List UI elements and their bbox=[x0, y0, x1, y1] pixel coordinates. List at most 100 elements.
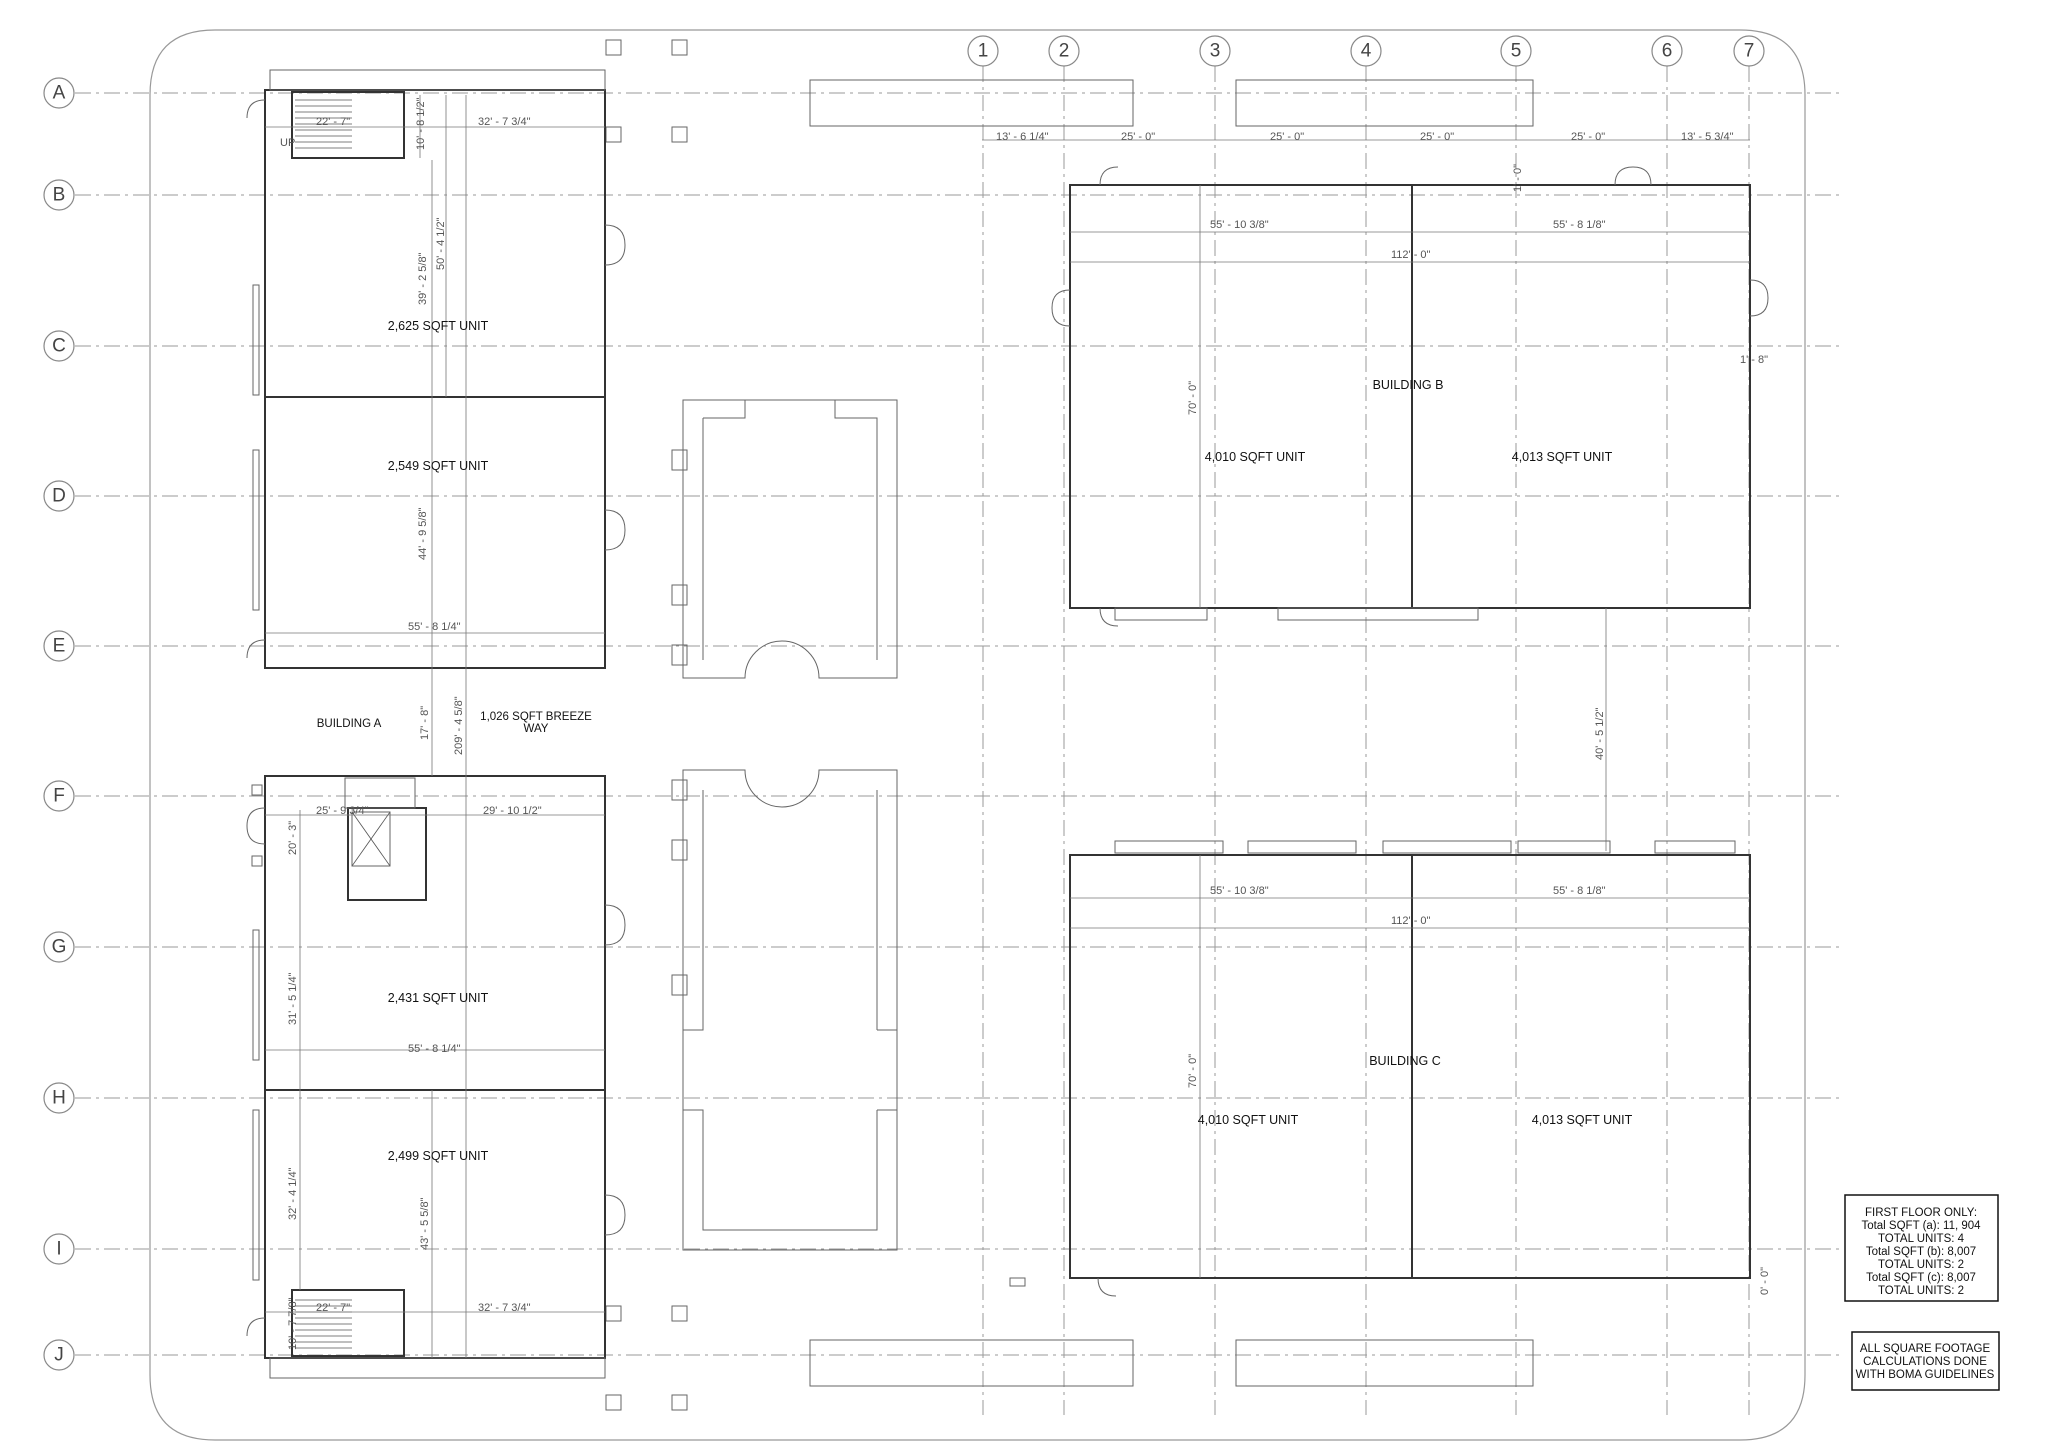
stair-bottom bbox=[291, 1289, 405, 1357]
dimension: 10' - 7 7/8" bbox=[287, 1297, 299, 1350]
courtyard-island-upper bbox=[682, 399, 898, 679]
dimension: 55' - 8 1/8" bbox=[1553, 219, 1606, 231]
grid-bubble-label: B bbox=[53, 185, 66, 206]
grid-bubble-row bbox=[43, 179, 75, 211]
door bbox=[1051, 289, 1071, 327]
summary-line: Total SQFT (b): 8,007 bbox=[1866, 1246, 1976, 1258]
canopy bbox=[1277, 607, 1479, 621]
site-features bbox=[605, 39, 1534, 1411]
canopy bbox=[1247, 840, 1357, 854]
breezeway-label: 1,026 SQFT BREEZE bbox=[480, 711, 592, 723]
dimension: 55' - 8 1/4" bbox=[408, 1043, 461, 1055]
door bbox=[246, 639, 266, 659]
grid-bubble-label: 1 bbox=[978, 41, 989, 62]
summary-line: Total SQFT (c): 8,007 bbox=[1866, 1272, 1976, 1284]
grid-bubble-label: 4 bbox=[1361, 41, 1372, 62]
summary-line: TOTAL UNITS: 2 bbox=[1878, 1259, 1964, 1271]
grid-bubble-col bbox=[1048, 35, 1080, 67]
door bbox=[604, 904, 626, 946]
grid-bubble-label: D bbox=[52, 486, 66, 507]
dimension: 112' - 0" bbox=[1391, 249, 1431, 261]
grid-bubble-col bbox=[1733, 35, 1765, 67]
light-pole bbox=[671, 449, 688, 471]
bollard bbox=[251, 855, 263, 867]
courtyard-islands bbox=[682, 399, 898, 1251]
dimension: 40' - 5 1/2" bbox=[1594, 707, 1606, 760]
door bbox=[1097, 1277, 1117, 1297]
light-pole bbox=[671, 584, 688, 606]
dimension: 70' - 0" bbox=[1187, 1054, 1199, 1088]
courtyard-island-upper-inner bbox=[702, 400, 878, 660]
dimension: 20' - 3" bbox=[287, 821, 299, 855]
courtyard-island-lower-inner bbox=[683, 790, 897, 1231]
grid-bubble-row bbox=[43, 480, 75, 512]
summary-line: FIRST FLOOR ONLY: bbox=[1865, 1207, 1977, 1219]
building-c-name: BUILDING C bbox=[1369, 1054, 1441, 1068]
site-boundary bbox=[149, 29, 1806, 1441]
building-a-canopy-top bbox=[269, 69, 606, 91]
door bbox=[604, 509, 626, 551]
door bbox=[246, 99, 266, 119]
marker bbox=[1009, 1277, 1026, 1287]
building-a-canopy-bottom bbox=[269, 1357, 606, 1379]
light-pole bbox=[671, 644, 688, 666]
grid-bubble-label: 7 bbox=[1744, 41, 1755, 62]
door bbox=[1099, 166, 1119, 186]
dimension: 55' - 8 1/8" bbox=[1553, 885, 1606, 897]
door bbox=[1099, 607, 1119, 627]
grid-bubble-col bbox=[1500, 35, 1532, 67]
dimension: 22' - 7" bbox=[316, 116, 350, 128]
grid-bubble-label: C bbox=[52, 336, 66, 357]
summary-box-frame bbox=[1844, 1194, 1999, 1302]
grid-bubble-label: 3 bbox=[1210, 41, 1221, 62]
dimension: 13' - 6 1/4" bbox=[996, 131, 1049, 143]
bollard bbox=[251, 784, 263, 796]
stair-top bbox=[291, 91, 405, 159]
grid-bubble-label: 6 bbox=[1662, 41, 1673, 62]
dimension: 29' - 10 1/2" bbox=[483, 805, 542, 817]
grid-bubble-label: H bbox=[52, 1088, 66, 1109]
light-pole bbox=[605, 126, 622, 143]
boma-note-line: WITH BOMA GUIDELINES bbox=[1856, 1369, 1995, 1381]
grid-bubble-label: J bbox=[54, 1345, 64, 1366]
door bbox=[604, 224, 626, 266]
dimension: 32' - 7 3/4" bbox=[478, 116, 531, 128]
light-pole bbox=[671, 1394, 688, 1411]
grid-bubble-col bbox=[1350, 35, 1382, 67]
door bbox=[246, 807, 266, 845]
dimension: 31' - 5 1/4" bbox=[287, 972, 299, 1025]
dimension: 55' - 10 3/8" bbox=[1210, 885, 1269, 897]
window bbox=[252, 929, 260, 1061]
dimension: 209' - 4 5/8" bbox=[453, 696, 465, 755]
elevator-x bbox=[351, 811, 391, 867]
summary-line: Total SQFT (a): 11, 904 bbox=[1861, 1220, 1981, 1232]
summary-line: TOTAL UNITS: 2 bbox=[1878, 1285, 1964, 1297]
unit-label: 2,499 SQFT UNIT bbox=[388, 1149, 489, 1163]
light-pole bbox=[671, 974, 688, 996]
building-a-lower-outline bbox=[264, 775, 606, 1359]
grid-bubble-row bbox=[43, 1082, 75, 1114]
grid-bubble-col bbox=[967, 35, 999, 67]
canopy bbox=[1382, 840, 1512, 854]
boma-note-line: ALL SQUARE FOOTAGE bbox=[1860, 1343, 1991, 1355]
unit-label: 2,625 SQFT UNIT bbox=[388, 319, 489, 333]
dimension: 10' - 8 1/2" bbox=[415, 97, 427, 150]
dimension: 55' - 10 3/8" bbox=[1210, 219, 1269, 231]
dimension: 25' - 0" bbox=[1121, 131, 1155, 143]
stair-treads-top bbox=[295, 99, 352, 149]
grid-bubble-label: 5 bbox=[1511, 41, 1522, 62]
unit-label: 4,013 SQFT UNIT bbox=[1512, 450, 1613, 464]
light-pole bbox=[671, 779, 688, 801]
unit-label: 4,010 SQFT UNIT bbox=[1205, 450, 1306, 464]
canopy bbox=[1654, 840, 1736, 854]
grid-bubble-row bbox=[43, 1339, 75, 1371]
dimension: 13' - 5 3/4" bbox=[1681, 131, 1734, 143]
unit-label: 2,549 SQFT UNIT bbox=[388, 459, 489, 473]
door bbox=[246, 1317, 266, 1337]
dimension: 25' - 0" bbox=[1420, 131, 1454, 143]
window bbox=[252, 284, 260, 396]
summary-line: TOTAL UNITS: 4 bbox=[1878, 1233, 1965, 1245]
boma-note-line: CALCULATIONS DONE bbox=[1863, 1356, 1987, 1368]
